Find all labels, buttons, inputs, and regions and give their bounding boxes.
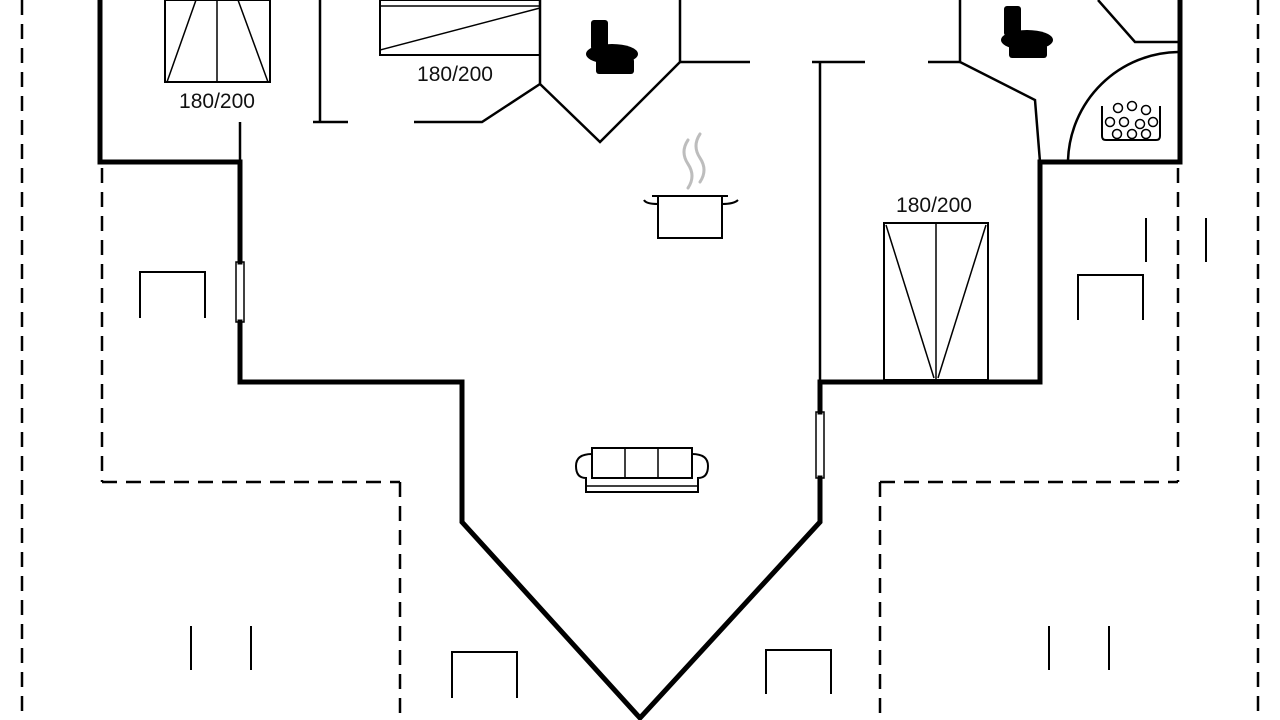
toilet-icon bbox=[586, 20, 638, 74]
bed-top bbox=[379, 0, 541, 56]
terrace-rail-marks bbox=[190, 218, 1207, 670]
bed-size-label-top: 180/200 bbox=[417, 63, 493, 86]
terrace-outline bbox=[20, 0, 1260, 720]
toilet-icon bbox=[1001, 6, 1053, 58]
terrace-chair-icon bbox=[765, 649, 832, 694]
bed-size-label-left: 180/200 bbox=[179, 90, 255, 113]
bed-left bbox=[164, 0, 271, 83]
cooking-pot-icon bbox=[643, 132, 739, 239]
terrace-chair-icon bbox=[139, 271, 206, 318]
sofa-icon bbox=[574, 447, 710, 493]
exterior-walls bbox=[97, 0, 1183, 720]
interior-walls bbox=[238, 0, 1180, 382]
sauna-stones-icon bbox=[1066, 50, 1179, 161]
terrace-chair-icon bbox=[451, 651, 518, 698]
terrace-chair-icon bbox=[1077, 274, 1144, 320]
bed-size-label-right: 180/200 bbox=[896, 194, 972, 217]
openings bbox=[235, 261, 825, 479]
bed-right bbox=[883, 222, 989, 381]
